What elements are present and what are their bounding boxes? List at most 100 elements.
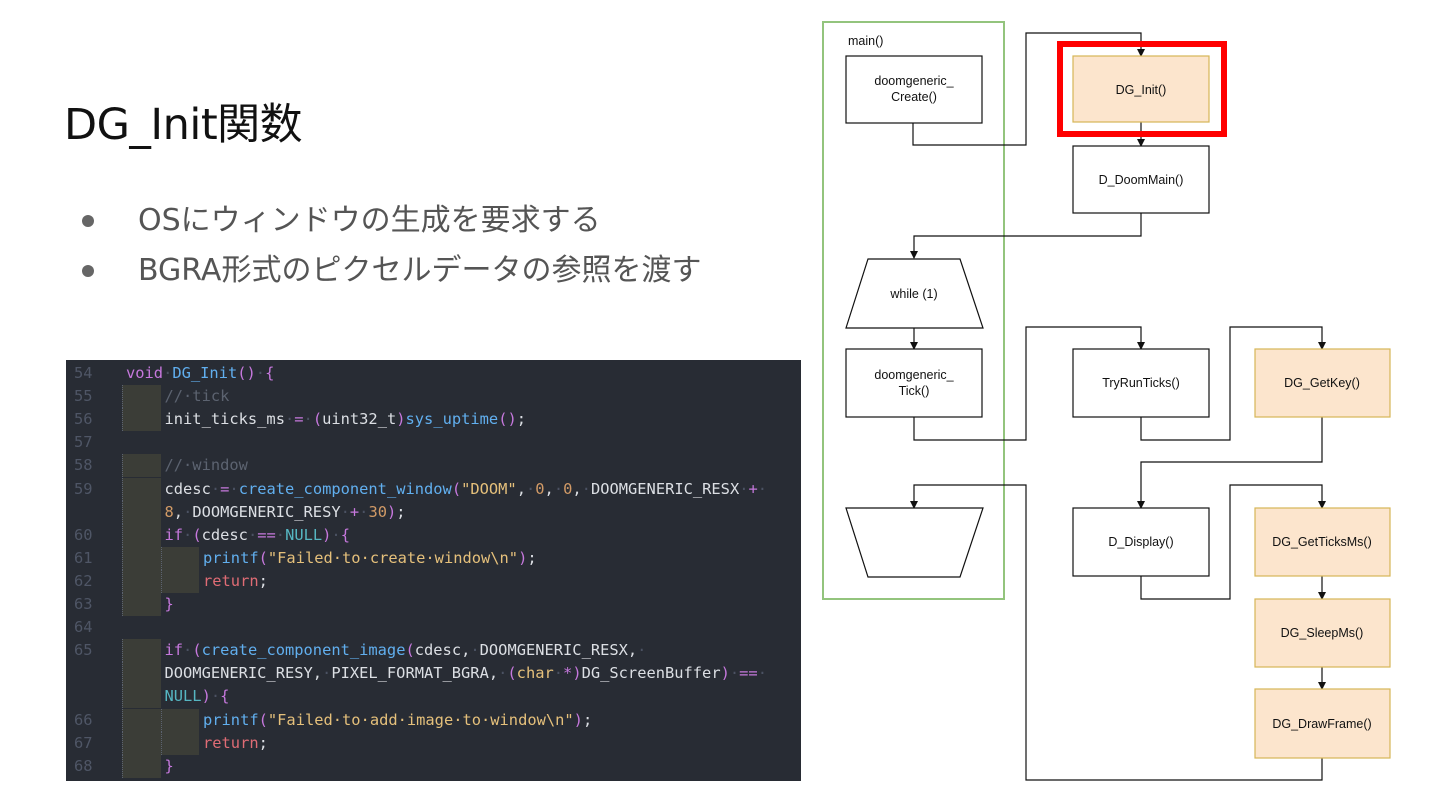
node-doomgeneric-create: doomgeneric_Create() <box>845 55 983 124</box>
code-token: ) <box>720 664 730 683</box>
code-token: DOOMGENERIC_RESX, <box>479 641 638 660</box>
code-text: } <box>165 755 174 778</box>
code-token: · <box>284 410 295 429</box>
code-token: cdesc <box>201 525 248 544</box>
slide-title: DG_Init関数 <box>64 100 303 150</box>
node-dg-getticksms-label: DG_GetTicksMs() <box>1272 535 1372 549</box>
indent-guide <box>122 523 161 547</box>
node-while-loop: while (1) <box>845 258 984 329</box>
code-token: ( <box>312 410 323 429</box>
indent-guide <box>122 500 161 524</box>
code-token: DOOMGENERIC_RESY, <box>164 664 323 683</box>
code-token: · <box>183 641 193 660</box>
indent-guide <box>122 569 161 593</box>
code-text: NULL)·{ <box>165 685 230 708</box>
code-token: ) <box>201 687 211 706</box>
bullet-text: OSにウィンドウの生成を要求する <box>138 203 601 238</box>
bullet-text: BGRA形式のピクセルデータの参照を渡す <box>138 253 702 288</box>
line-number: 62 <box>74 571 93 590</box>
code-line: DOOMGENERIC_RESY,·PIXEL_FORMAT_BGRA,·(ch… <box>66 662 801 686</box>
code-line: 63} <box>66 593 801 617</box>
code-token: · <box>581 479 591 498</box>
node-dg-init-label: DG_Init() <box>1116 83 1167 97</box>
node-dg-sleepms-label: DG_SleepMs() <box>1281 626 1364 640</box>
code-text: init_ticks_ms·=·(uint32_t)sys_uptime(); <box>165 408 527 431</box>
indent-guide <box>160 546 199 570</box>
code-line: 69} <box>66 778 801 781</box>
node-tick-line2: Tick() <box>899 384 930 398</box>
code-token: } <box>126 780 135 781</box>
code-token: NULL <box>285 525 323 544</box>
node-dg-drawframe-label: DG_DrawFrame() <box>1272 717 1371 731</box>
code-token: · <box>470 641 480 660</box>
code-text: if·(create_component_image(cdesc,·DOOMGE… <box>165 639 647 662</box>
code-token: ; <box>396 502 406 521</box>
indent-guide <box>160 708 199 732</box>
code-token: init_ticks_ms <box>164 410 285 429</box>
indent-guide <box>160 731 199 755</box>
code-token: ) <box>518 548 528 567</box>
bullet-item: BGRA形式のピクセルデータの参照を渡す <box>74 246 701 296</box>
code-token: "DOOM" <box>461 479 517 498</box>
code-token: ( <box>192 525 202 544</box>
node-dg-getkey-label: DG_GetKey() <box>1284 376 1360 390</box>
code-token: · <box>210 687 221 706</box>
line-number: 66 <box>74 710 93 729</box>
code-text: //·window <box>165 454 248 477</box>
line-number: 68 <box>74 756 93 775</box>
code-token: ( <box>192 641 202 660</box>
indent-guide <box>122 685 161 709</box>
code-token: { <box>265 364 275 382</box>
code-token: printf <box>203 710 259 729</box>
line-number: 54 <box>74 364 93 382</box>
node-d-display: D_Display() <box>1072 507 1210 577</box>
code-token: · <box>359 502 369 521</box>
code-token: DOOMGENERIC_RESY <box>192 502 341 521</box>
code-token: DG_ScreenBuffer <box>581 664 721 683</box>
indent-guide <box>122 385 161 409</box>
indent-guide <box>122 731 161 755</box>
code-text: printf("Failed·to·add·image·to·window\n"… <box>203 709 592 732</box>
node-tick-line1: doomgeneric_ <box>874 368 954 382</box>
code-token: == <box>257 525 276 544</box>
code-token: ; <box>582 710 593 729</box>
code-token: void <box>126 364 164 382</box>
code-line: 64 <box>66 616 801 639</box>
code-token: · <box>525 479 536 498</box>
code-token: "Failed·to·create·window\n" <box>267 548 519 567</box>
svg-text:doomgeneric_Tick(): doomgeneric_ Tick() <box>874 368 954 398</box>
code-token: sys_uptime <box>405 410 499 429</box>
code-token: · <box>303 410 313 429</box>
line-number: 56 <box>74 410 93 429</box>
bullet-dot-icon <box>82 265 94 277</box>
code-token: = <box>220 479 230 498</box>
code-token: ) <box>573 710 583 729</box>
code-token: ) <box>396 410 406 429</box>
code-token: ; <box>527 548 537 567</box>
code-token: //·tick <box>164 387 230 406</box>
indent-guide <box>122 593 161 617</box>
code-token: if <box>164 525 184 544</box>
code-token: , <box>544 479 554 498</box>
connectors <box>910 32 1326 781</box>
code-text: return; <box>203 732 268 755</box>
code-token: cdesc, <box>414 641 471 660</box>
indent-guide <box>122 477 161 501</box>
node-dg-init: DG_Init() <box>1072 55 1210 123</box>
node-tryrunticks-label: TryRunTicks() <box>1102 376 1180 390</box>
code-token: + <box>748 479 758 498</box>
code-token: · <box>498 664 508 683</box>
code-token: ) <box>322 525 332 544</box>
node-loop-end <box>845 507 984 578</box>
code-token: · <box>729 664 740 683</box>
code-line: 55//·tick <box>66 385 801 409</box>
node-create-line1: doomgeneric_ <box>874 74 954 88</box>
main-label: main() <box>848 34 883 48</box>
indent-guide <box>122 546 161 570</box>
code-token: · <box>255 364 266 382</box>
line-number: 60 <box>74 525 93 544</box>
code-text: 8,·DOOMGENERIC_RESY·+·30); <box>165 501 406 524</box>
